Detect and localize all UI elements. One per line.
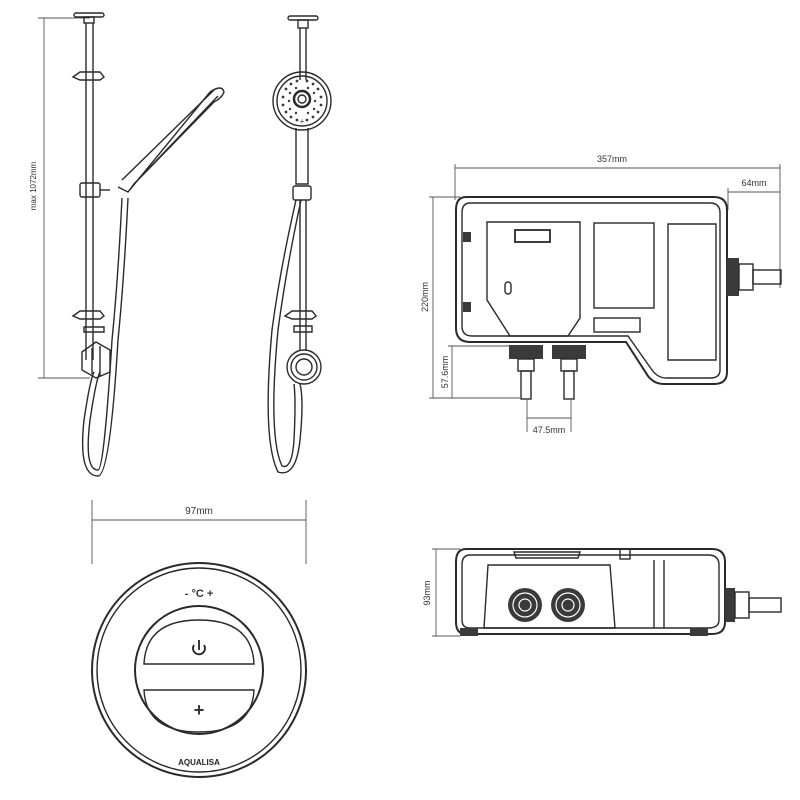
- handset-front: [117, 87, 225, 193]
- unit-side-top-tab: [513, 551, 581, 559]
- rail-hook-upper: [71, 71, 105, 81]
- brand-logo: AQUALISA: [178, 758, 220, 767]
- power-icon: [192, 640, 206, 656]
- unit-depth-label: 93mm: [422, 580, 432, 605]
- wall-outlet-side: [286, 349, 322, 385]
- slider-bracket: [79, 182, 101, 198]
- unit-left-panel: [486, 221, 581, 337]
- unit-side-view: [432, 548, 782, 637]
- unit-height-label: 220mm: [420, 282, 430, 312]
- hose-side: [267, 199, 303, 474]
- unit-body-outline: [455, 196, 728, 385]
- svg-text:+: +: [300, 117, 305, 126]
- unit-side-recess: [483, 564, 616, 629]
- power-button: [143, 619, 255, 665]
- showerhead-center-ring: [292, 89, 312, 109]
- unit-height-dimension: [429, 196, 520, 399]
- water-outlet-connector: [727, 258, 782, 296]
- control-width-label: 97mm: [185, 506, 213, 517]
- unit-right-panel: [667, 223, 717, 361]
- outlet-offset-label: 64mm: [741, 178, 766, 188]
- temperature-label: - °C +: [185, 588, 214, 600]
- hose-front: [87, 197, 123, 471]
- unit-width-dimension: [454, 164, 781, 288]
- unit-side-body: [455, 548, 726, 635]
- control-front-view: [91, 500, 307, 778]
- plus-button: [143, 689, 255, 733]
- unit-label-plate: [514, 229, 551, 243]
- unit-middle-panel: [593, 222, 655, 309]
- slider-side: [292, 185, 312, 201]
- control-inner-disc: [134, 605, 264, 735]
- rail-side-view: +: [267, 15, 332, 474]
- inlet-spacing-dimension: [526, 400, 572, 432]
- control-outer-ring: [91, 562, 307, 778]
- rail-front-view: [38, 12, 225, 477]
- control-width-dimension: [91, 500, 307, 564]
- rail-hook-lower: [71, 310, 105, 320]
- handset-side-handle: [295, 128, 309, 185]
- side-inlets: [508, 588, 585, 622]
- side-outlet-connector: [725, 588, 782, 622]
- height-dimension: [38, 17, 90, 379]
- inlet-height-label: 57.6mm: [440, 356, 450, 389]
- max-height-label: max 1072mm: [29, 161, 38, 210]
- water-inlets: [509, 345, 586, 400]
- plus-symbol: +: [194, 700, 205, 720]
- unit-width-label: 357mm: [597, 154, 627, 164]
- unit-depth-dimension: [432, 548, 460, 637]
- rail-clamp: [83, 326, 105, 333]
- spray-nozzles: [281, 79, 323, 122]
- inlet-spacing-label: 47.5mm: [533, 425, 566, 435]
- unit-front-view: [429, 164, 782, 432]
- showerhead-face: [272, 71, 332, 131]
